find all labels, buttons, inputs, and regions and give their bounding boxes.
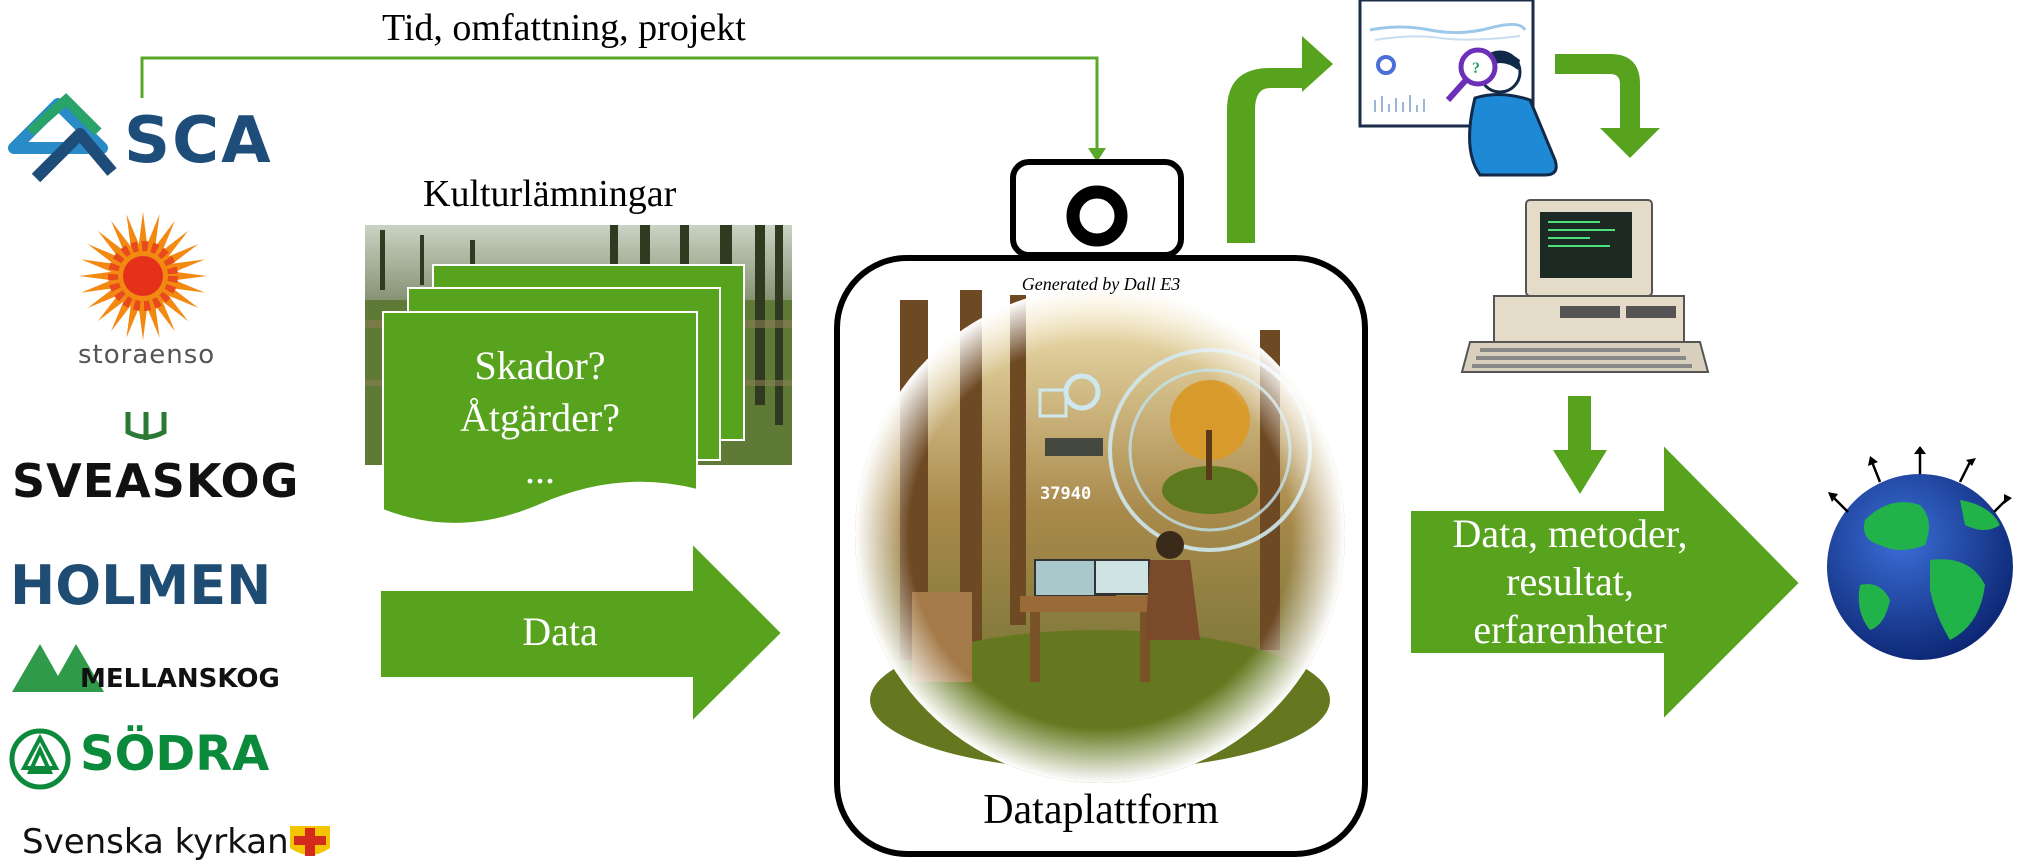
sveaskog-logo-text: SVEASKOG (12, 454, 300, 508)
time-scope-arrowhead (1088, 148, 1106, 162)
time-scope-connector (140, 56, 1099, 150)
camera-lens-icon (1066, 185, 1128, 247)
document-card-text: Skador? Åtgärder? ... (383, 340, 697, 496)
data-arrow-label: Data (522, 609, 598, 654)
analyst-illustration: ? (1358, 0, 1558, 177)
platform-label: Dataplattform (983, 787, 1219, 833)
output-line-1: Data, metoder, (1452, 511, 1688, 556)
upward-curved-arrow (1227, 36, 1333, 243)
retro-computer-illustration (1460, 199, 1710, 373)
mellanskog-mountain-icon (12, 644, 104, 692)
generated-by-caption: Generated by Dall E3 (1021, 274, 1181, 294)
svenska-kyrkan-logo-text: Svenska kyrkan (22, 822, 289, 862)
sca-logo-mark (8, 93, 117, 183)
output-line-2: resultat, (1506, 559, 1634, 604)
data-arrow (379, 540, 784, 725)
storaenso-logo-text: storaenso (78, 340, 216, 370)
mellanskog-logo-text: MELLANSKOG (80, 664, 280, 694)
computer-down-arrow (1553, 396, 1607, 494)
sodra-logo-text: SÖDRA (80, 726, 270, 782)
holmen-logo-text: HOLMEN (10, 554, 272, 617)
svg-text:?: ? (1472, 60, 1480, 77)
kulturlamningar-title: Kulturlämningar (423, 173, 677, 215)
card-line-more: ... (525, 447, 555, 492)
storaenso-sun-icon (79, 212, 207, 340)
hud-number: 37940 (1040, 484, 1092, 504)
output-arrow-text: Data, metoder, resultat, erfarenheter (1410, 510, 1730, 654)
sveaskog-crown-icon (125, 412, 167, 440)
time-scope-label: Tid, omfattning, projekt (382, 7, 746, 49)
output-line-3: erfarenheter (1473, 607, 1667, 652)
card-line-actions: Åtgärder? (460, 395, 620, 440)
globe-icon (1827, 446, 2013, 660)
forest-illustration (855, 287, 1345, 783)
card-line-damage: Skador? (474, 343, 606, 388)
document-stack (382, 264, 745, 525)
svenska-kyrkan-cross-icon (290, 826, 330, 856)
output-arrow (1409, 441, 1802, 723)
sca-logo-text: SCA (124, 104, 273, 178)
sodra-tree-icon (9, 728, 71, 790)
analyst-to-computer-arrow (1555, 54, 1660, 158)
